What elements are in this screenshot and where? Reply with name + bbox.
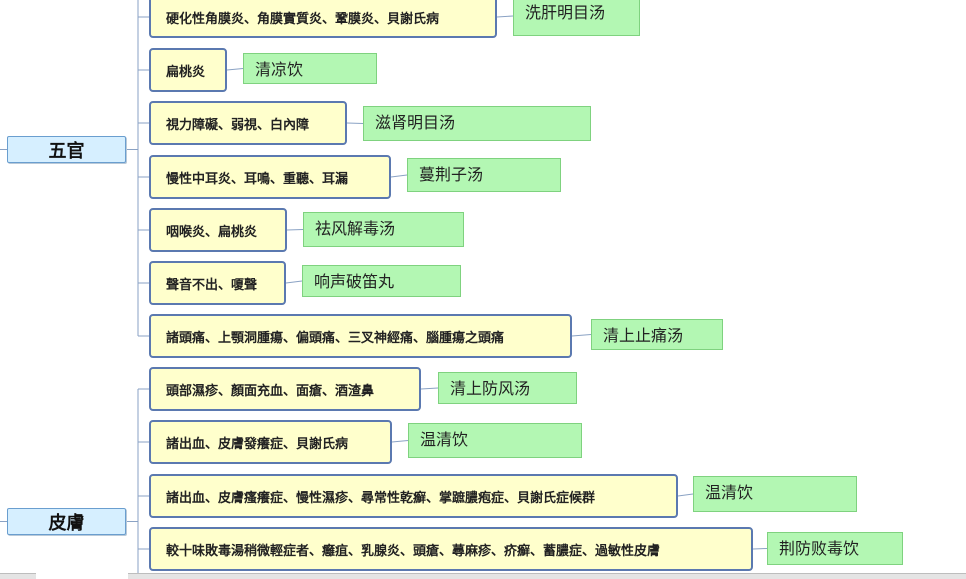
prescription-node[interactable]: 温清饮 xyxy=(408,423,582,458)
prescription-link-line xyxy=(571,334,592,337)
prescription-link-line xyxy=(346,122,364,124)
condition-node[interactable]: 諸頭痛、上顎洞腫瘍、偏頭痛、三叉神經痛、腦腫瘍之頭痛 xyxy=(149,314,572,358)
condition-node[interactable]: 聲音不出、嗄聲 xyxy=(149,261,286,305)
prescription-node[interactable]: 祛风解毒汤 xyxy=(303,212,464,247)
condition-node[interactable]: 硬化性角膜炎、角膜實質炎、鞏膜炎、貝謝氏病 xyxy=(149,0,497,38)
prescription-link-line xyxy=(391,440,409,443)
category-node[interactable]: 五官 xyxy=(7,136,126,163)
condition-node[interactable]: 頭部濕疹、顏面充血、面瘡、酒渣鼻 xyxy=(149,367,421,411)
prescription-node[interactable]: 荆防败毒饮 xyxy=(767,532,903,565)
condition-node[interactable]: 較十味敗毒湯稍微輕症者、癰疽、乳腺炎、頭瘡、蕁麻疹、疥癬、蓄膿症、過敏性皮膚 xyxy=(149,527,753,571)
condition-node[interactable]: 咽喉炎、扁桃炎 xyxy=(149,208,287,252)
prescription-link-line xyxy=(226,68,244,71)
condition-node[interactable]: 扁桃炎 xyxy=(149,48,227,92)
prescription-link-line xyxy=(677,493,694,497)
condition-node[interactable]: 諸出血、皮膚瘙癢症、慢性濕疹、尋常性乾癬、掌蹠膿疱症、貝謝氏症候群 xyxy=(149,474,678,518)
prescription-node[interactable]: 温清饮 xyxy=(693,476,857,512)
horizontal-scrollbar-left[interactable] xyxy=(0,573,36,579)
prescription-node[interactable]: 清凉饮 xyxy=(243,53,377,84)
prescription-node[interactable]: 蔓荆子汤 xyxy=(407,158,561,192)
condition-node[interactable]: 視力障礙、弱視、白內障 xyxy=(149,101,347,145)
prescription-link-line xyxy=(496,15,514,18)
prescription-link-line xyxy=(285,280,303,284)
category-node[interactable]: 皮膚 xyxy=(7,508,126,535)
prescription-link-line xyxy=(420,387,439,390)
prescription-link-line xyxy=(390,174,408,178)
prescription-node[interactable]: 响声破笛丸 xyxy=(302,265,461,297)
horizontal-scrollbar[interactable] xyxy=(128,573,966,579)
prescription-node[interactable]: 清上防风汤 xyxy=(438,372,577,404)
prescription-link-line xyxy=(286,229,304,231)
prescription-link-line xyxy=(752,548,768,550)
prescription-node[interactable]: 洗肝明目汤 xyxy=(513,0,640,36)
condition-node[interactable]: 諸出血、皮膚發癢症、貝謝氏病 xyxy=(149,420,392,464)
prescription-node[interactable]: 滋肾明目汤 xyxy=(363,106,591,141)
condition-node[interactable]: 慢性中耳炎、耳鳴、重聽、耳漏 xyxy=(149,155,391,199)
prescription-node[interactable]: 清上止痛汤 xyxy=(591,319,723,350)
